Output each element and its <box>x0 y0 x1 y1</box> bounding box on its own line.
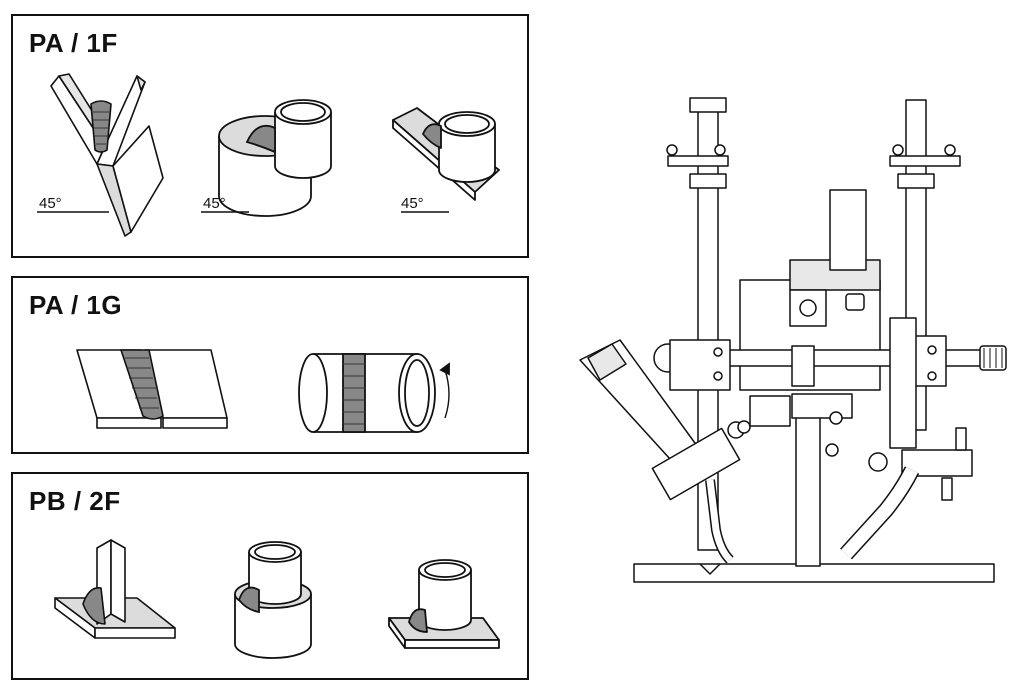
fillet-weld-v-joint-icon <box>37 73 164 237</box>
pipe-on-pipe-weld-icon <box>234 541 312 659</box>
panel-pa-1f-illustrations: 45° 45° 45° <box>37 73 500 237</box>
panel-pb-2f-illustrations <box>54 539 500 659</box>
pipe-on-plate-weld-icon <box>392 107 500 213</box>
angle-label: 45° <box>401 195 424 212</box>
panel-title: PA / 1F <box>29 28 118 58</box>
panel-pa-1f: PA / 1F 45° 45° <box>11 14 529 258</box>
angle-label: 45° <box>39 195 62 212</box>
panel-pb-2f: PB / 2F <box>11 472 529 680</box>
panel-pa-1g-illustrations <box>76 349 450 433</box>
t-joint-weld-icon <box>54 539 176 639</box>
angle-label: 45° <box>203 195 226 212</box>
pipe-on-pipe-weld-icon <box>201 99 332 217</box>
orbital-welding-carriage-icon <box>579 97 1007 583</box>
rotating-pipe-weld-icon <box>298 353 450 433</box>
panel-pa-1g: PA / 1G <box>11 276 529 454</box>
butt-weld-plates-icon <box>76 349 228 429</box>
pipe-on-plate-weld-icon <box>388 559 500 649</box>
panel-title: PB / 2F <box>29 486 121 516</box>
panel-title: PA / 1G <box>29 290 123 320</box>
